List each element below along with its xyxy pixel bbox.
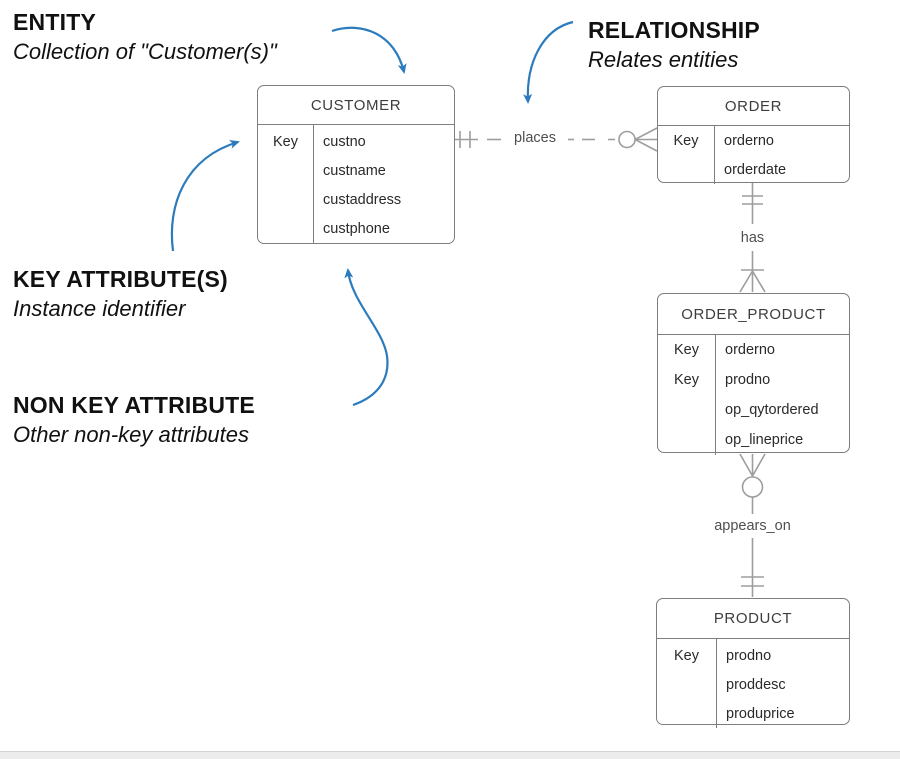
entity-annotation: ENTITY Collection of "Customer(s)" xyxy=(13,9,277,65)
attribute-cell: orderdate xyxy=(724,161,787,178)
attribute-cell: orderno xyxy=(725,342,775,358)
key-cell xyxy=(658,395,715,425)
attribute-cell: custphone xyxy=(323,220,390,237)
bottom-edge-strip xyxy=(0,751,900,759)
one-or-many-symbol xyxy=(739,269,766,293)
one-and-only-one-symbol xyxy=(741,576,764,587)
key-cell: Key xyxy=(674,372,699,388)
entity-order: ORDER Key orderno orderdate xyxy=(657,86,850,184)
key-cell xyxy=(258,214,313,243)
entity-product-title: PRODUCT xyxy=(657,599,849,639)
entity-callout-arrow xyxy=(331,26,407,74)
attribute-cell: produprice xyxy=(726,705,795,722)
entity-product: PRODUCT Key prodno proddesc produprice xyxy=(656,598,850,728)
non-key-attribute-annotation-subtitle: Other non-key attributes xyxy=(13,422,250,447)
attribute-cell: orderno xyxy=(724,132,774,149)
relationship-annotation-title: RELATIONSHIP xyxy=(588,17,760,43)
relationship-callout-arrow xyxy=(523,20,574,104)
attribute-cell: custno xyxy=(323,133,366,150)
key-cell xyxy=(658,155,714,184)
relationship-annotation-subtitle: Relates entities xyxy=(588,47,739,72)
entity-order-title: ORDER xyxy=(658,87,849,126)
non-key-attribute-annotation-title: NON KEY ATTRIBUTE xyxy=(13,392,255,418)
entity-order-product: ORDER_PRODUCT Key Key orderno prodno op_… xyxy=(657,293,850,455)
key-cell xyxy=(658,425,715,455)
zero-or-many-symbol xyxy=(739,453,766,498)
has-relationship-label: has xyxy=(740,230,765,246)
key-cell: Key xyxy=(674,342,699,358)
key-cell: Key xyxy=(273,133,298,150)
entity-customer-title: CUSTOMER xyxy=(258,86,454,125)
attribute-cell: prodno xyxy=(725,372,771,388)
key-cell: Key xyxy=(674,647,699,664)
key-attribute-annotation-title: KEY ATTRIBUTE(S) xyxy=(13,266,228,292)
key-cell xyxy=(258,185,313,214)
places-relationship-label: places xyxy=(514,130,556,146)
key-attribute-annotation: KEY ATTRIBUTE(S) Instance identifier xyxy=(13,266,228,322)
attribute-cell: proddesc xyxy=(726,676,786,693)
zero-or-many-symbol xyxy=(618,127,658,152)
relationship-annotation: RELATIONSHIP Relates entities xyxy=(588,17,760,73)
attribute-cell: custaddress xyxy=(323,191,402,208)
attribute-cell: prodno xyxy=(726,647,772,664)
attribute-cell: op_qytordered xyxy=(725,402,819,418)
key-attribute-callout-arrow xyxy=(170,140,240,252)
key-cell xyxy=(657,699,716,728)
entity-annotation-title: ENTITY xyxy=(13,9,96,35)
appears-on-relationship-label: appears_on xyxy=(714,518,791,534)
key-cell: Key xyxy=(673,132,699,149)
attribute-cell: custname xyxy=(323,162,386,179)
non-key-attribute-callout-arrow xyxy=(344,268,389,407)
entity-order-product-title: ORDER_PRODUCT xyxy=(658,294,849,335)
one-and-only-one-symbol xyxy=(742,195,763,205)
key-attribute-annotation-subtitle: Instance identifier xyxy=(13,296,186,321)
entity-customer: CUSTOMER Key custno custname custaddress… xyxy=(257,85,455,244)
non-key-attribute-annotation: NON KEY ATTRIBUTE Other non-key attribut… xyxy=(13,392,255,448)
attribute-cell: op_lineprice xyxy=(725,432,804,448)
key-cell xyxy=(657,670,716,699)
key-cell xyxy=(258,156,313,185)
entity-annotation-subtitle: Collection of "Customer(s)" xyxy=(13,39,277,64)
